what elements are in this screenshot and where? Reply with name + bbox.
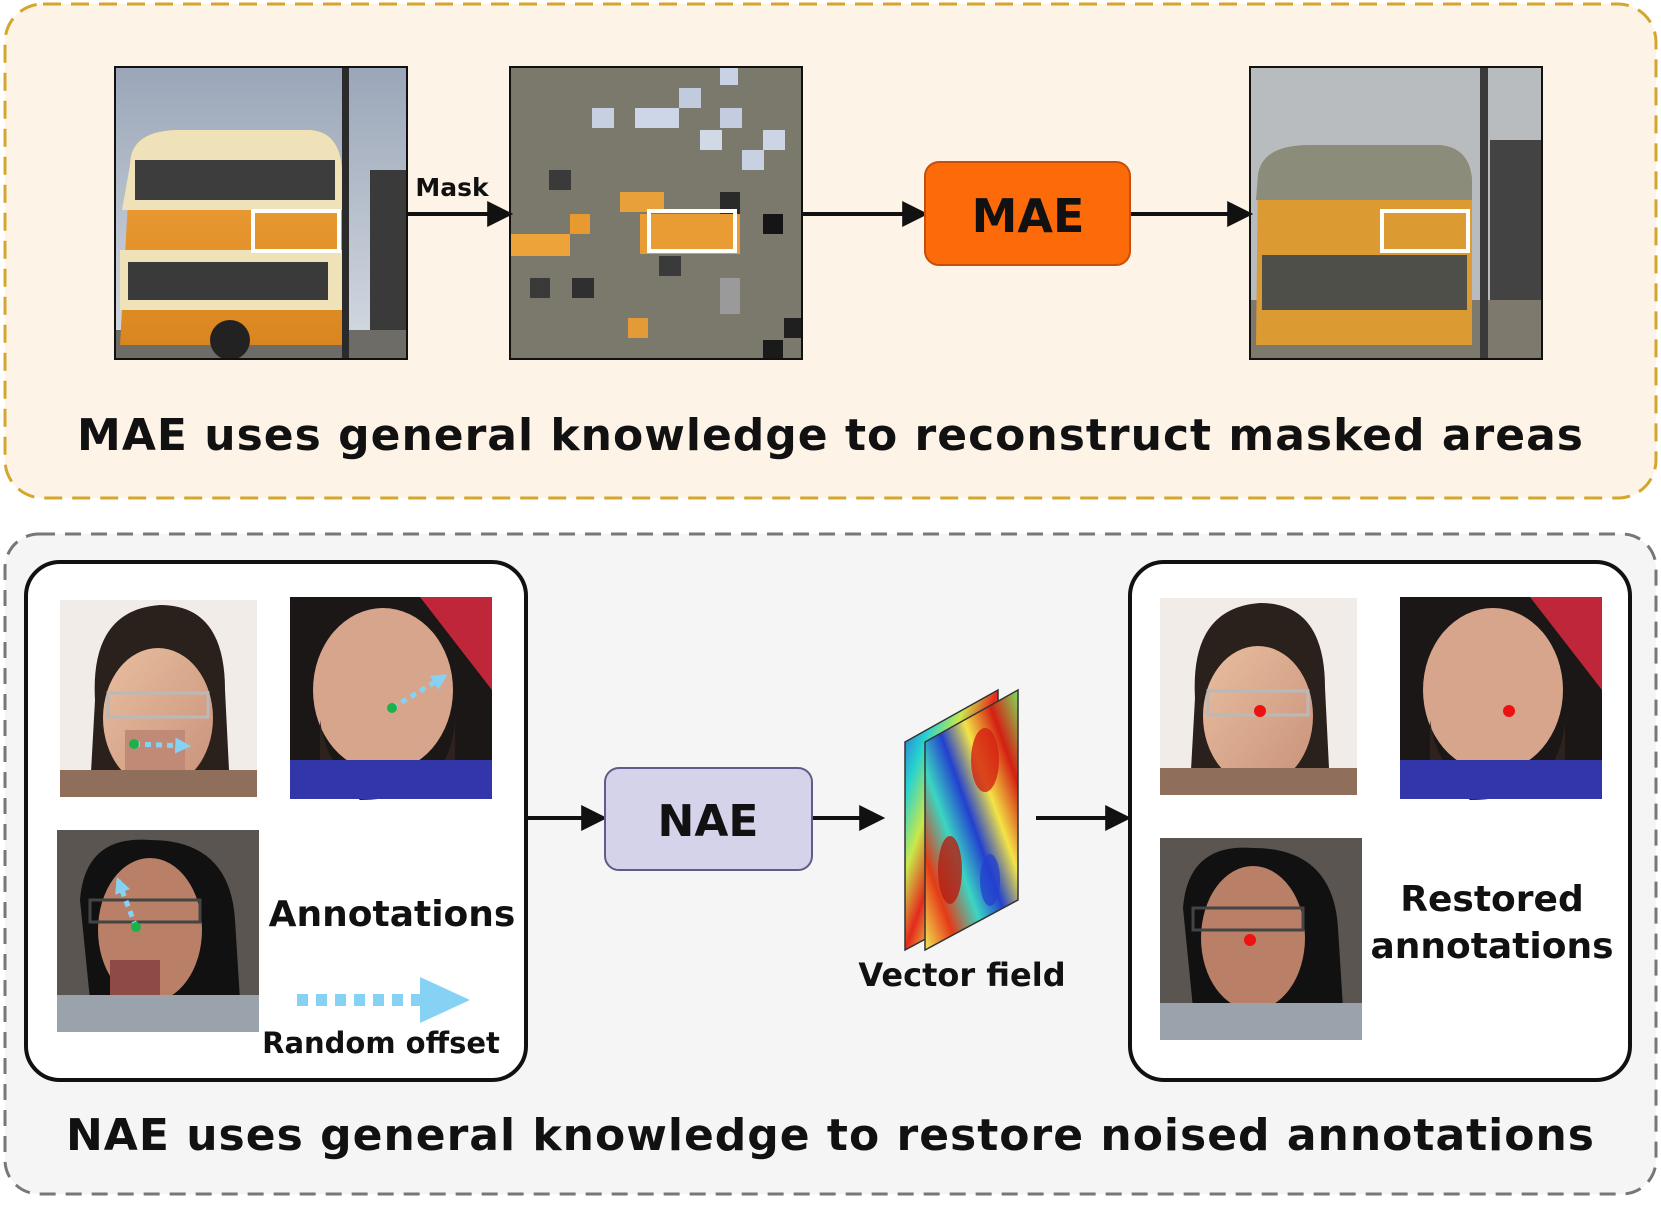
face-image-older-woman	[57, 830, 259, 1032]
masked-bus-image	[509, 66, 803, 360]
restored-face-woman-glasses	[1152, 590, 1365, 803]
random-offset-label: Random offset	[262, 1026, 500, 1060]
offset-arrow-face1	[133, 737, 192, 754]
restored-label-line1: Restored	[1400, 879, 1583, 920]
original-bus-image	[114, 66, 408, 360]
vector-field-label: Vector field	[858, 956, 1065, 994]
face-image-bald-man	[290, 597, 492, 800]
restored-point-face2	[1503, 705, 1515, 717]
noisy-point-face3	[131, 922, 141, 932]
mask-label: Mask	[415, 173, 490, 202]
mae-model-box	[924, 161, 1131, 266]
offset-arrow-face3	[115, 877, 139, 928]
noisy-point-face1	[129, 739, 139, 749]
top-caption: MAE uses general knowledge to reconstruc…	[77, 410, 1584, 461]
restored-face-older-woman	[1160, 838, 1362, 1040]
restored-point-face3	[1244, 934, 1256, 946]
annotations-label: Annotations	[269, 894, 516, 935]
nae-model-box	[604, 767, 813, 871]
restored-point-face1	[1254, 705, 1266, 717]
bottom-caption: NAE uses general knowledge to restore no…	[65, 1110, 1595, 1161]
mae-model-label: MAE	[972, 189, 1085, 243]
reconstructed-bus-image	[1249, 66, 1543, 360]
face-image-woman-glasses	[52, 592, 265, 805]
restored-face-bald-man	[1400, 597, 1602, 800]
top-panel-frame	[3, 2, 1658, 500]
vector-field-graphic	[904, 688, 1019, 952]
nae-model-label: NAE	[658, 796, 759, 847]
random-offset-legend-arrowhead	[420, 977, 470, 1023]
noisy-point-face2	[387, 703, 397, 713]
restored-label-line2: annotations	[1370, 926, 1613, 967]
